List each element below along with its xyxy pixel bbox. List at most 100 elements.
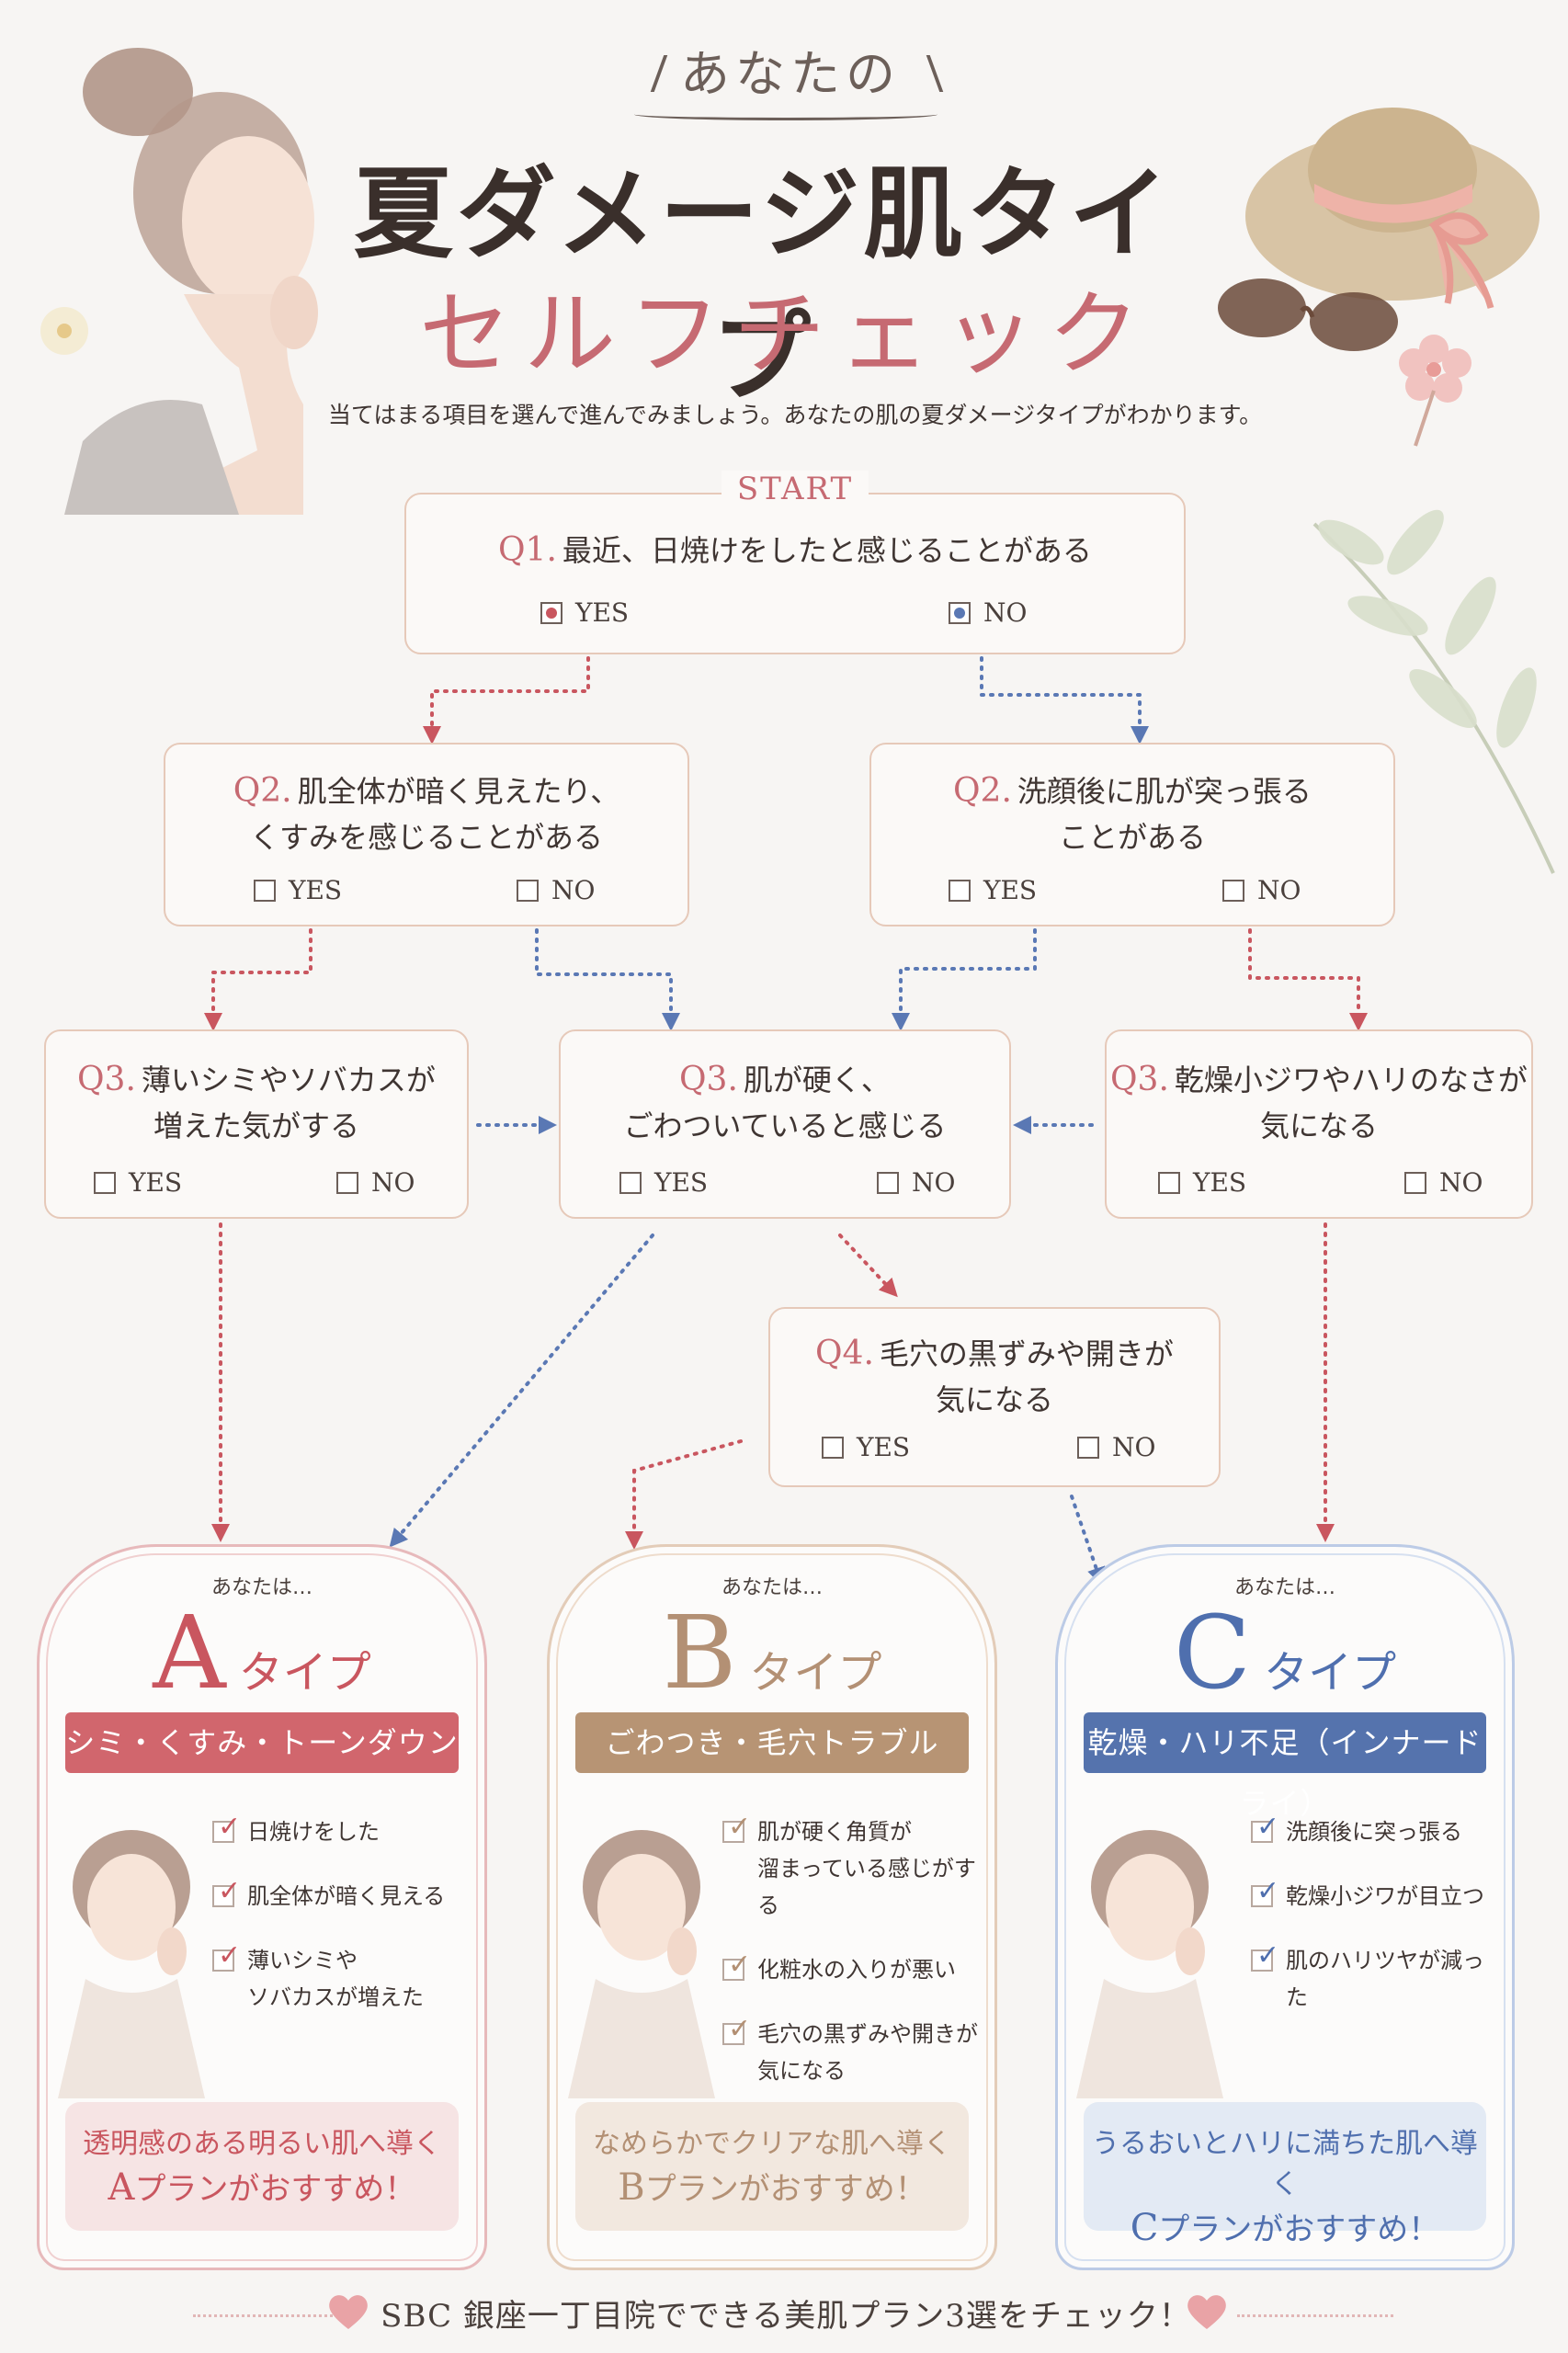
flower-icon [1399,335,1471,447]
question-text: 最近、日焼けをしたと感じることがある [562,533,1092,568]
check-list: ✓肌が硬く角質が 溜まっている感じがする✓化粧水の入りが悪い✓毛穴の黒ずみや開き… [722,1813,985,2117]
q3-left-yes-option[interactable]: YES [94,1167,182,1198]
eyebrow-underline [634,108,937,120]
q2-left-no-connector [535,928,680,1031]
option-label: YES [289,875,343,905]
q4-no-connector [1070,1495,1106,1586]
check-item-text: 日焼けをした [247,1819,380,1845]
check-item-text: 洗顔後に突っ張る [1286,1819,1462,1845]
q3-center-no-checkbox[interactable] [877,1171,899,1194]
checkbox-checked: ✓ [212,1813,241,1843]
q2-right-no-option[interactable]: NO [1222,875,1301,905]
check-list-item: ✓乾燥小ジワが目立つ [1251,1878,1503,1915]
check-icon: ✓ [218,1939,242,1972]
q3-center-no-option[interactable]: NO [877,1167,955,1198]
q3-right-no-checkbox[interactable] [1404,1171,1426,1194]
question-box-q3-right: Q3.乾燥小ジワやハリのなさが 気になる YES NO [1105,1029,1533,1219]
question-text-line2: 気になる [935,1382,1053,1417]
check-item-text: 肌全体が暗く見える [247,1883,446,1909]
footer-divider-left [193,2314,349,2317]
check-item-text: 肌が硬く角質が 溜まっている感じがする [757,1819,976,1918]
question-number: Q2. [953,772,1012,810]
question-text-line1: 乾燥小ジワやハリのなさが [1174,1063,1528,1097]
check-item-text: 乾燥小ジワが目立つ [1286,1883,1484,1909]
q4-no-option[interactable]: NO [1077,1432,1155,1462]
q2-right-no-checkbox[interactable] [1222,879,1244,902]
checkbox-checked: ✓ [1251,1942,1279,1972]
plan-reco-text: プランがおすすめ！ [1158,2211,1440,2248]
q3-center-yes-connector [389,1233,654,1548]
plan-letter: C [1130,2207,1159,2249]
check-list-item: ✓化粧水の入りが悪い [722,1951,985,1988]
q2-left-no-option[interactable]: NO [517,875,595,905]
plan-reco-text: プランがおすすめ！ [644,2171,926,2208]
check-list: ✓日焼けをした✓肌全体が暗く見える✓薄いシミや ソバカスが増えた [212,1813,475,2043]
check-item-text: 化粧水の入りが悪い [757,1957,956,1983]
q4-no-checkbox[interactable] [1077,1436,1099,1459]
question-number: Q3. [1110,1061,1169,1098]
checkbox-checked: ✓ [212,1878,241,1907]
plan-letter: B [618,2166,645,2209]
type-word: タイプ [749,1647,882,1699]
q4-yes-checkbox[interactable] [822,1436,844,1459]
checkbox-checked: ✓ [1251,1878,1279,1907]
q1-yes-connector [423,656,590,745]
plan-reco: Aプランがおすすめ！ [65,2165,459,2212]
sunglasses-icon [1218,278,1398,351]
check-icon: ✓ [218,1875,242,1907]
checkbox-checked: ✓ [1251,1813,1279,1843]
question-q3-center: Q3.肌が硬く、 ごわついていると感じる [561,1057,1009,1149]
q1-no-checkbox[interactable] [949,601,971,624]
check-list-item: ✓肌が硬く角質が 溜まっている感じがする [722,1813,985,1924]
q2-left-no-checkbox[interactable] [517,879,539,902]
start-label: START [722,471,869,507]
question-q3-left: Q3.薄いシミやソバカスが 増えた気がする [46,1057,467,1149]
q3-right-yes-option[interactable]: YES [1158,1167,1246,1198]
q3-center-yes-checkbox[interactable] [619,1171,642,1194]
q1-yes-option[interactable]: YES [540,597,629,628]
q3-right-yes-checkbox[interactable] [1158,1171,1180,1194]
plan-recommendation[interactable]: なめらかでクリアな肌へ導く Bプランがおすすめ！ [575,2102,969,2231]
woman-portrait-icon [1076,1830,1223,2098]
q2-right-yes-option[interactable]: YES [949,875,1037,905]
q3-center-yes-option[interactable]: YES [619,1167,708,1198]
check-list-item: ✓毛穴の黒ずみや開きが 気になる [722,2016,985,2089]
question-q3-right: Q3.乾燥小ジワやハリのなさが 気になる [1107,1057,1531,1149]
result-intro: あなたは… [210,1576,312,1599]
check-icon: ✓ [1256,1875,1280,1907]
plan-lead: なめらかでクリアな肌へ導く [593,2128,951,2160]
leaf-branch-icon [1312,509,1555,874]
question-q2-right: Q2.洗顔後に肌が突っ張る ことがある [871,768,1393,860]
q4-yes-option[interactable]: YES [822,1432,910,1462]
q1-no-option[interactable]: NO [949,597,1027,628]
question-text-line1: 洗顔後に肌が突っ張る [1017,774,1312,809]
check-icon: ✓ [1256,1939,1280,1972]
q2-left-yes-option[interactable]: YES [254,875,342,905]
question-text-line2: ことがある [1058,820,1206,855]
straw-hat-icon [1245,108,1540,309]
q3-right-no-option[interactable]: NO [1404,1167,1483,1198]
plan-reco-text: プランがおすすめ！ [134,2171,416,2208]
check-list-item: ✓肌全体が暗く見える [212,1878,475,1915]
check-list-item: ✓日焼けをした [212,1813,475,1850]
q2-left-yes-checkbox[interactable] [254,879,276,902]
footer-cta[interactable]: SBC 銀座一丁目院でできる美肌プラン3選をチェック！ [381,2298,1191,2335]
check-icon: ✓ [728,2013,752,2045]
plan-reco: Cプランがおすすめ！ [1084,2205,1486,2253]
option-label: YES [857,1432,911,1462]
q1-no-connector [980,656,1149,745]
q3-left-yes-checkbox[interactable] [94,1171,116,1194]
question-number: Q3. [77,1061,136,1098]
q1-yes-checkbox[interactable] [540,601,562,624]
q2-right-yes-checkbox[interactable] [949,879,971,902]
q3-left-no-option[interactable]: NO [336,1167,415,1198]
option-label: YES [575,597,630,628]
q3-left-no-checkbox[interactable] [336,1171,358,1194]
